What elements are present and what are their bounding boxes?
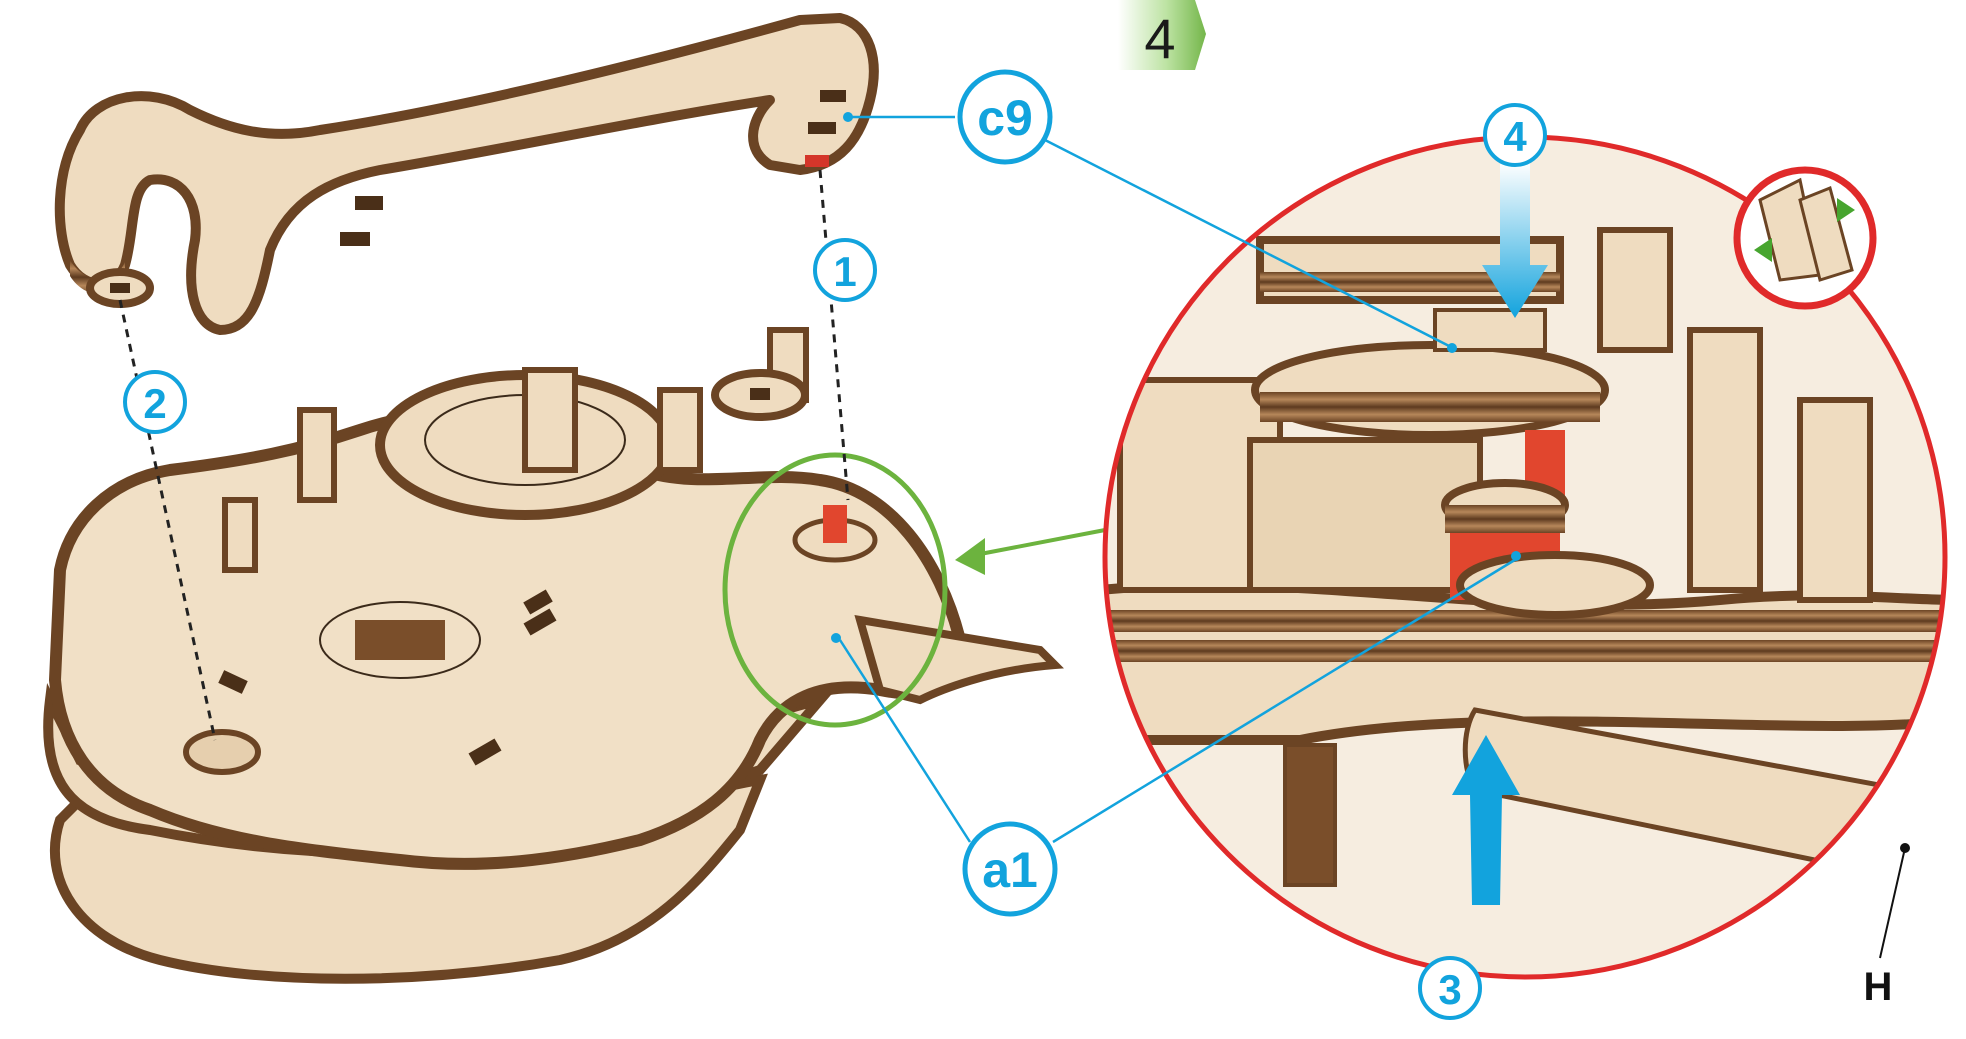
step-badge: 4 [1118,0,1206,70]
callout-order-1: 1 [815,240,875,300]
upper-arm-part [60,18,874,330]
svg-text:3: 3 [1438,966,1461,1013]
slot [355,196,383,210]
svg-text:2: 2 [143,380,166,427]
slot [820,90,846,102]
label-h: H [1864,965,1893,1009]
svg-text:c9: c9 [977,90,1033,146]
red-slot [805,155,829,167]
red-part [823,505,847,543]
callout-order-3: 3 [1420,958,1480,1018]
h-leader [1880,843,1910,958]
callout-a1: a1 [965,824,1055,914]
callout-c9: c9 [960,72,1050,162]
callout-order-2: 2 [125,372,185,432]
callout-order-4: 4 [1485,105,1545,165]
base-assembly [48,330,1055,979]
slot [340,232,370,246]
svg-text:1: 1 [833,248,856,295]
slot [808,122,836,134]
green-arrow-icon [955,538,985,575]
step-number: 4 [1144,7,1175,70]
svg-text:a1: a1 [982,842,1038,898]
align-pieces-icon [1737,170,1873,306]
svg-text:4: 4 [1503,113,1527,160]
